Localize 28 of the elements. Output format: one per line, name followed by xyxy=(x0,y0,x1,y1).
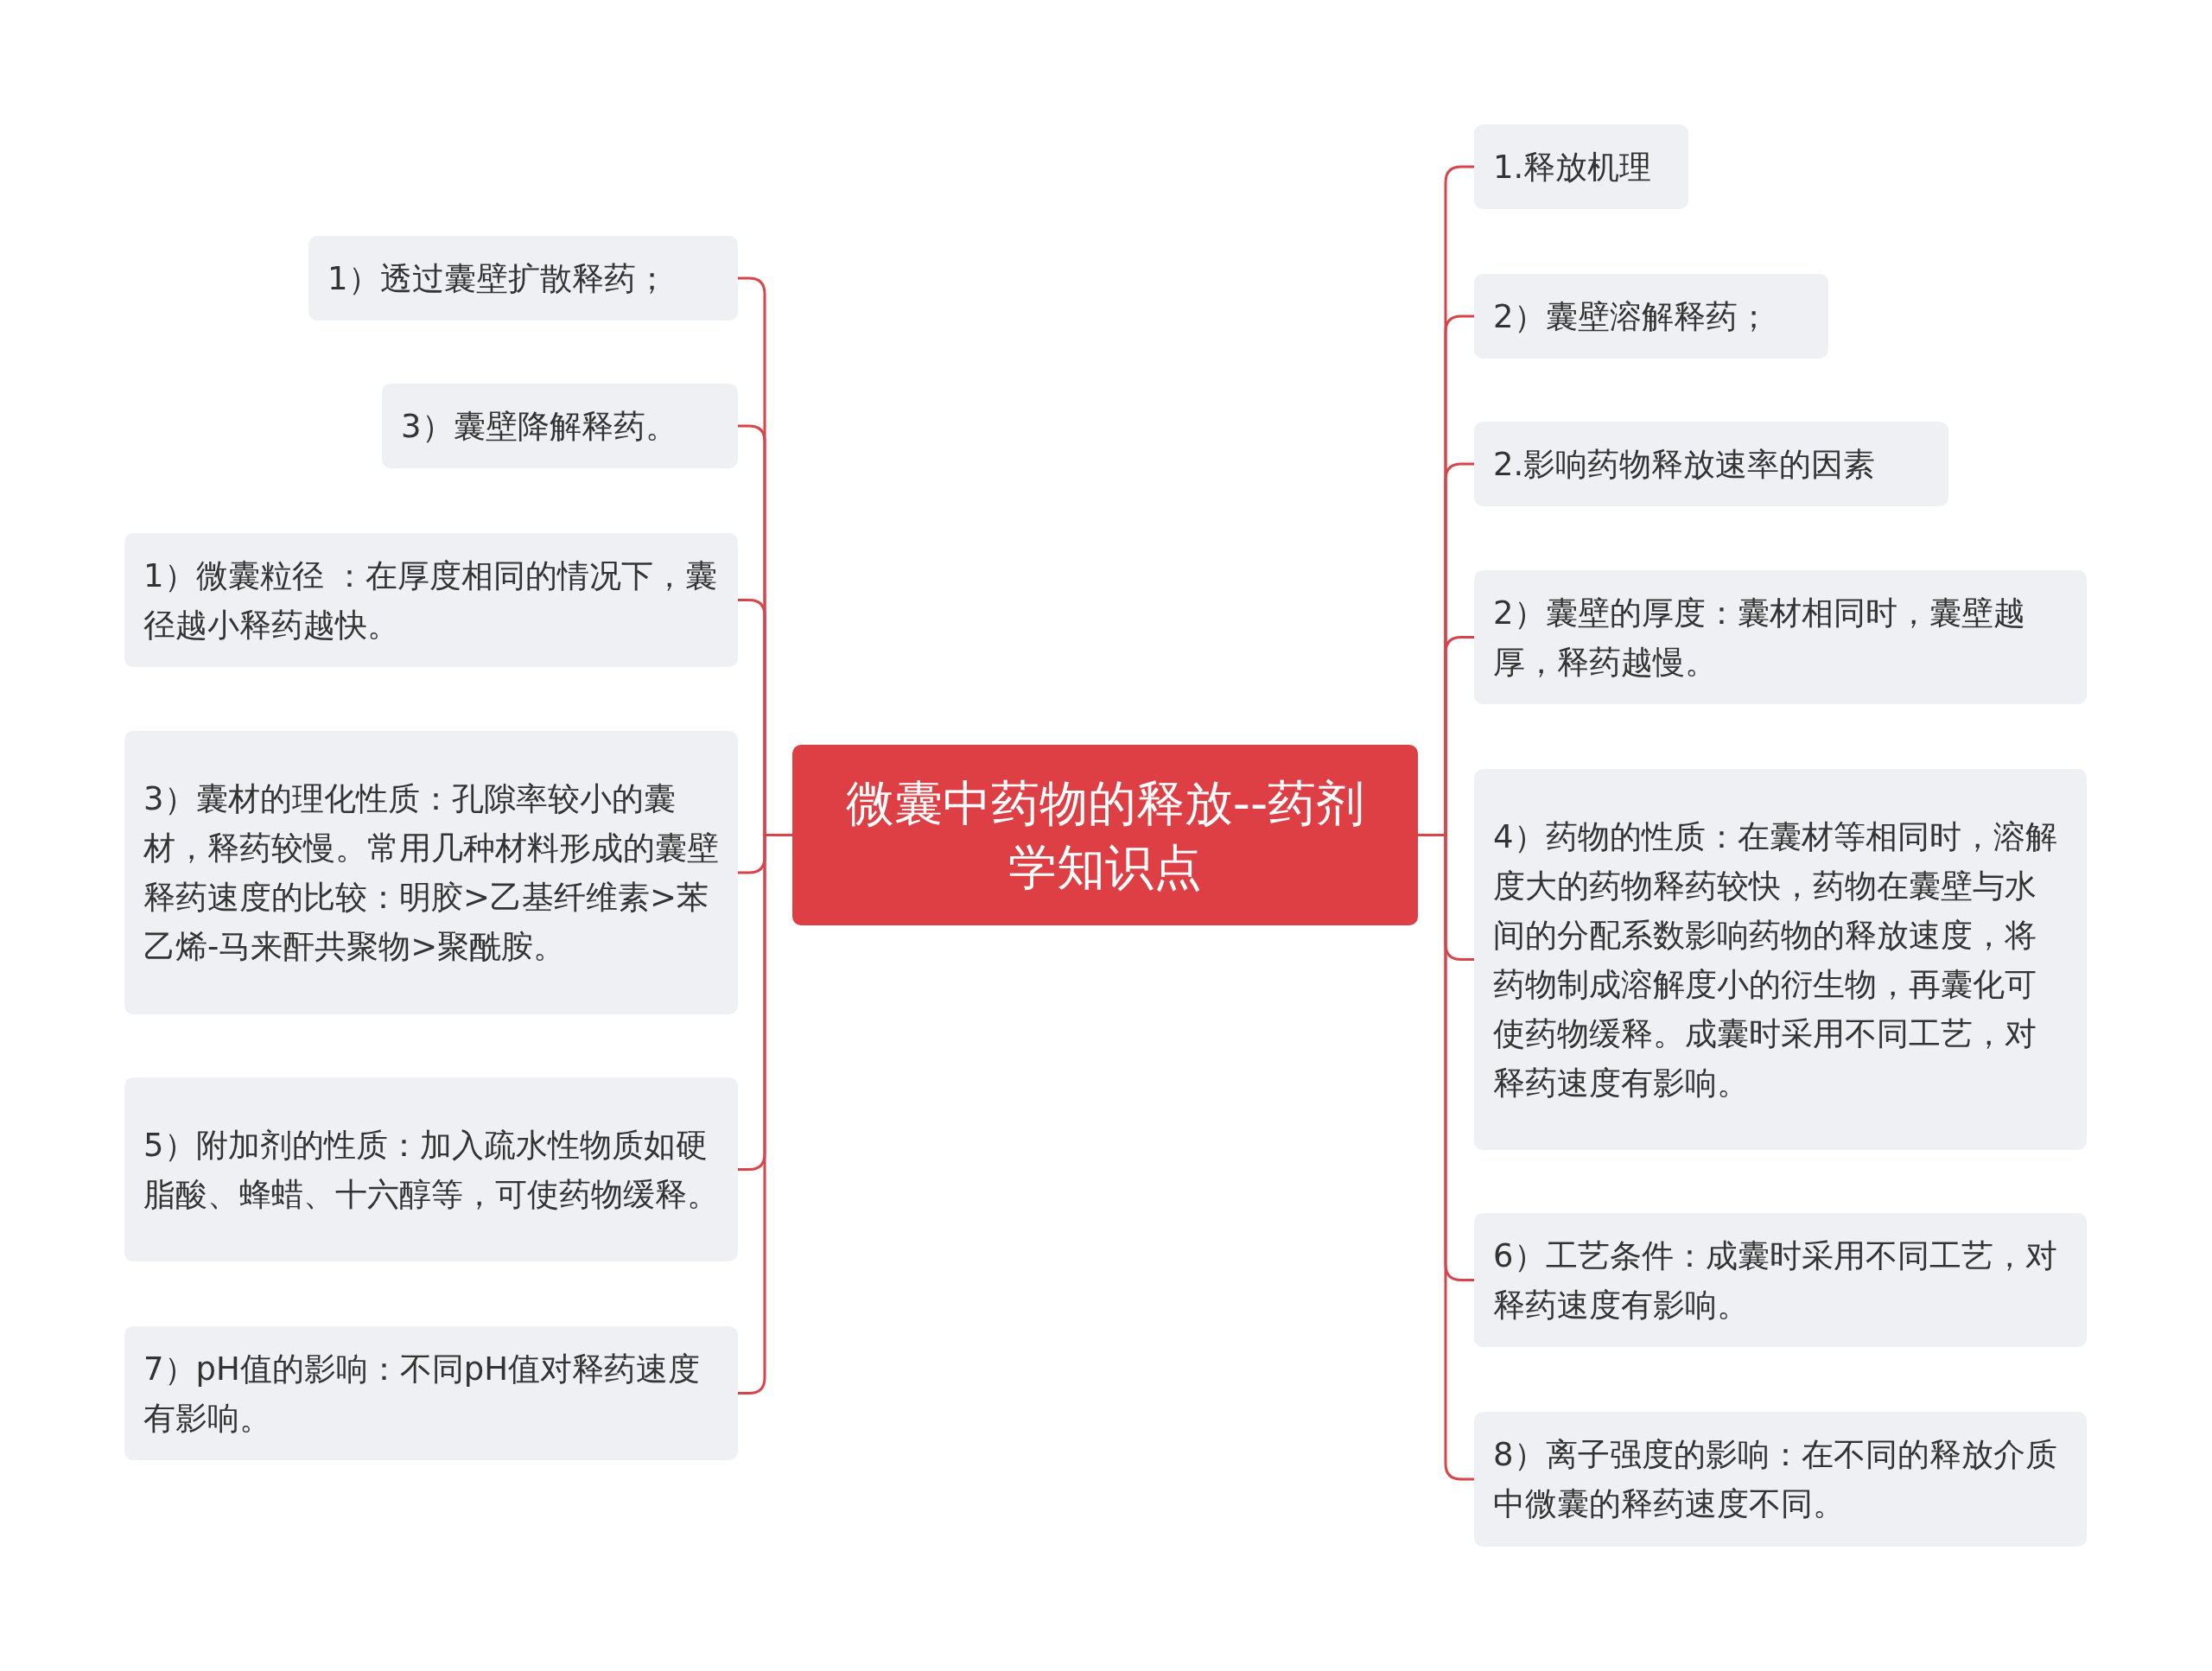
topic-box xyxy=(1474,769,2087,1150)
topic-text: 1.释放机理 xyxy=(1493,147,1653,187)
topic-box xyxy=(124,533,738,667)
topic-text: 3）囊壁降解释药。 xyxy=(401,406,678,447)
topic-box xyxy=(124,731,738,1014)
topic-box xyxy=(124,1326,738,1460)
topic-box xyxy=(308,236,738,321)
topic-text: 1）微囊粒径 ：在厚度相同的情况下，囊径越小释药越快。 xyxy=(143,556,719,645)
central-topic-text: 微囊中药物的释放--药剂学知识点 xyxy=(844,773,1366,897)
topic-text: 4）药物的性质：在囊材等相同时，溶解度大的药物释药较快，药物在囊壁与水间的分配系数影响药物的释放速度，将药物制成溶解度小的衍生物，再囊化可使药物缓释。成囊时采用不同工艺，对释药速度有影响。 xyxy=(1493,816,2058,1103)
topic-text: 7）pH值的影响：不同pH值对释药速度有影响。 xyxy=(143,1349,702,1439)
topic-box xyxy=(1474,422,1948,506)
topic-box xyxy=(1474,124,1688,209)
topic-box xyxy=(1474,274,1828,359)
topic-text: 5）附加剂的性质：加入疏水性物质如硬脂酸、蜂蜡、十六醇等，可使药物缓释。 xyxy=(143,1125,719,1215)
topic-text: 2.影响药物释放速率的因素 xyxy=(1493,444,1877,485)
topic-box xyxy=(1474,1412,2087,1547)
topic-box xyxy=(124,1077,738,1261)
topic-text: 8）离子强度的影响：在不同的释放介质中微囊的释药速度不同。 xyxy=(1493,1435,2058,1524)
topic-text: 6）工艺条件：成囊时采用不同工艺，对释药速度有影响。 xyxy=(1493,1236,2058,1325)
central-topic-box xyxy=(792,745,1418,925)
topic-text: 1）透过囊壁扩散释药； xyxy=(327,258,669,299)
topic-text: 3）囊材的理化性质：孔隙率较小的囊材，释药较慢。常用几种材料形成的囊壁释药速度的比较：明胶>乙基纤维素>苯乙烯-马来酐共聚物>聚酰胺。 xyxy=(143,779,719,967)
topic-box xyxy=(1474,1213,2087,1347)
topic-text: 2）囊壁溶解释药； xyxy=(1493,296,1770,337)
topic-text: 2）囊壁的厚度：囊材相同时，囊壁越厚，释药越慢。 xyxy=(1493,593,2026,683)
topic-box xyxy=(1474,570,2087,704)
topic-box xyxy=(382,384,738,468)
